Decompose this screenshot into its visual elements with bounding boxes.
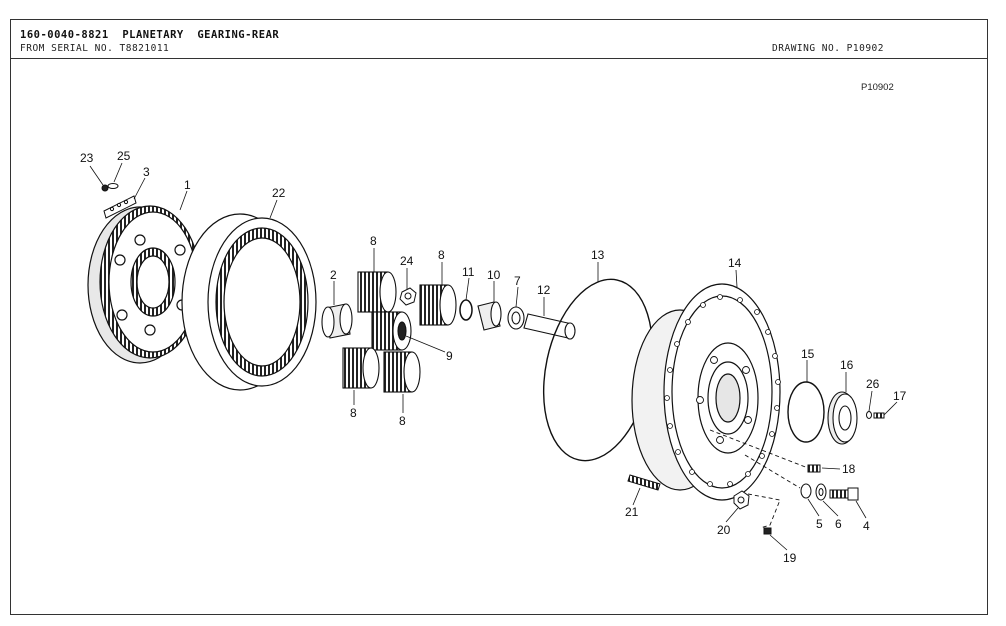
part-14-hub-housing [631, 283, 781, 501]
part-26-17-bolt [866, 411, 885, 419]
serial-number: FROM SERIAL NO. T8821011 [20, 43, 170, 54]
callout-15: 15 [801, 347, 815, 361]
callout-19: 19 [783, 551, 797, 565]
planet-gear-upper-left [357, 271, 397, 313]
part-2-bearing [321, 303, 353, 339]
callout-11: 11 [462, 265, 475, 279]
callout-8-upper-right: 8 [438, 248, 445, 262]
part-7-washer [507, 306, 525, 330]
callout-3: 3 [143, 165, 150, 179]
callout-18: 18 [842, 462, 856, 476]
callout-13: 13 [591, 248, 605, 262]
part-1-gear-hub [87, 205, 201, 364]
planet-gear-lower-left [342, 347, 380, 389]
part-12-shaft [523, 313, 576, 340]
callout-10: 10 [487, 268, 501, 282]
callout-14: 14 [728, 256, 742, 270]
drawing-reference: P10902 [861, 82, 894, 93]
callout-24: 24 [400, 254, 414, 268]
assembly-lines [709, 429, 809, 529]
callout-16: 16 [840, 358, 854, 372]
drawing-number: DRAWING NO. P10902 [772, 43, 884, 54]
part-21-stud [627, 474, 661, 491]
drawing-frame [10, 19, 988, 615]
title-block: 160-0040-8821 PLANETARY GEARING-REAR FRO… [10, 19, 988, 59]
part-23-25-bolt-washer [101, 183, 119, 192]
callout-4: 4 [863, 519, 870, 533]
page-title: 160-0040-8821 PLANETARY GEARING-REAR [20, 29, 280, 41]
callout-1: 1 [184, 178, 191, 192]
part-18-plug [807, 464, 821, 473]
part-3-segment [103, 195, 137, 219]
callout-8-lower-right: 8 [399, 414, 406, 428]
callout-23: 23 [80, 151, 94, 165]
callout-22: 22 [272, 186, 286, 200]
leader-lines [89, 162, 898, 551]
part-22-ring-gear [181, 213, 317, 391]
part-16-cover [827, 391, 858, 445]
part-5-o-ring [800, 483, 812, 499]
callout-21: 21 [625, 505, 639, 519]
part-24-nut [399, 287, 417, 306]
callout-17: 17 [893, 389, 907, 403]
part-19-plug [763, 527, 772, 535]
callout-25: 25 [117, 149, 131, 163]
part-6-washer [815, 483, 827, 501]
part-11-snap-ring [459, 299, 473, 321]
callout-8-lower-left: 8 [350, 406, 357, 420]
planet-gear-upper-right [419, 284, 457, 326]
part-4-bolt [829, 487, 859, 501]
callout-labels: 23 25 3 1 22 8 2 24 8 11 10 7 12 13 14 9… [80, 149, 907, 565]
part-10-bushing [477, 301, 502, 331]
callout-7: 7 [514, 274, 521, 288]
callout-2: 2 [330, 268, 337, 282]
callout-9: 9 [446, 349, 453, 363]
callout-6: 6 [835, 517, 842, 531]
callout-12: 12 [537, 283, 551, 297]
callout-26: 26 [866, 377, 880, 391]
part-15-o-ring [787, 381, 825, 443]
callout-8-upper-left: 8 [370, 234, 377, 248]
callout-20: 20 [717, 523, 731, 537]
callout-5: 5 [816, 517, 823, 531]
part-20-nut [733, 490, 750, 510]
planet-gear-center [371, 311, 412, 351]
planet-gear-lower-right [383, 351, 421, 393]
